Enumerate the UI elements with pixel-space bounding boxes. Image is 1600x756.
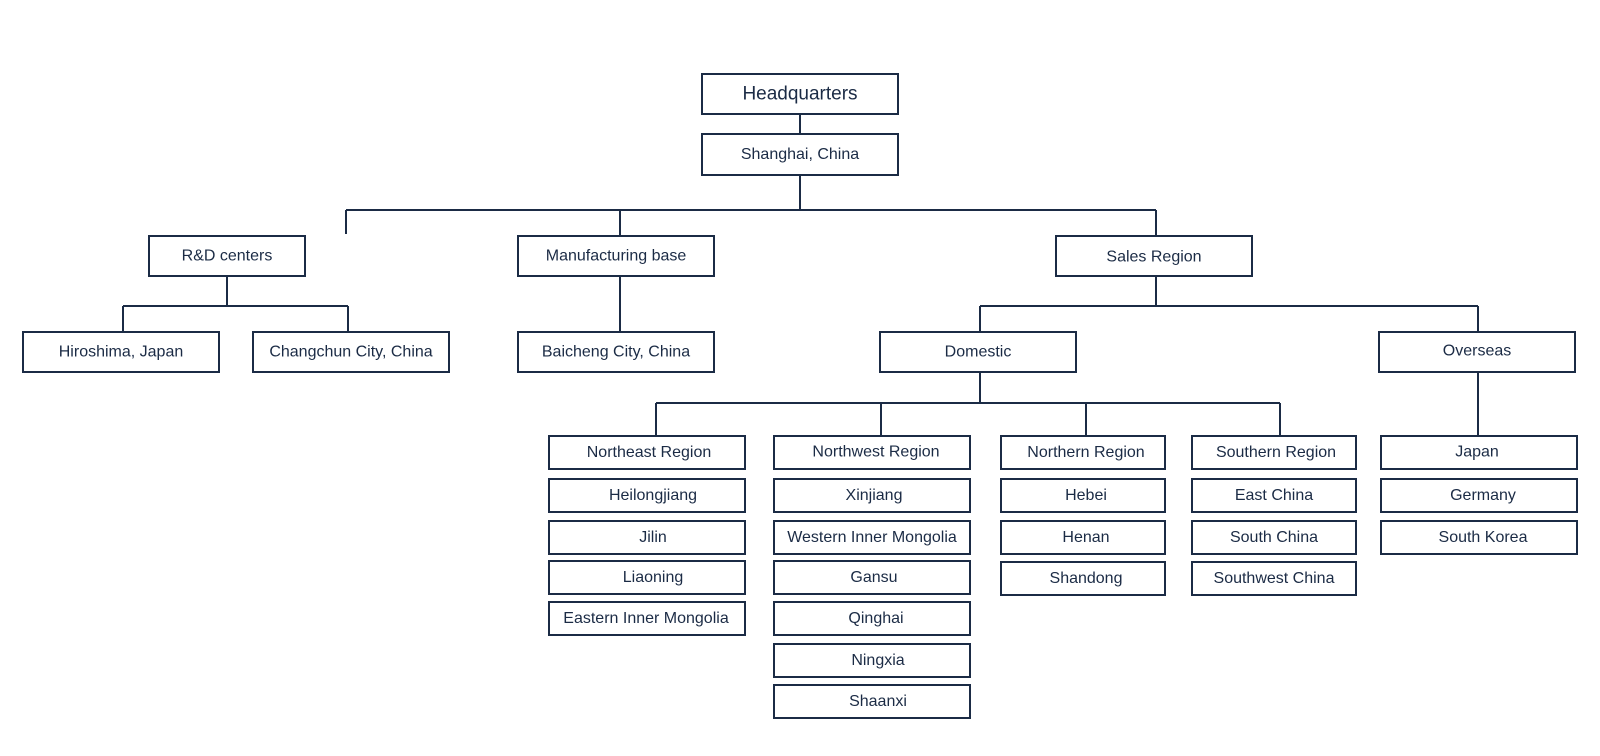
node-province-label: Heilongjiang xyxy=(609,487,697,504)
node-province: Jilin xyxy=(548,520,746,555)
node-province-label: Western Inner Mongolia xyxy=(787,529,957,546)
node-province: East China xyxy=(1191,478,1357,513)
node-rd-centers-label: R&D centers xyxy=(182,248,273,265)
node-province-label: South China xyxy=(1230,529,1318,546)
node-overseas: Overseas xyxy=(1378,331,1576,373)
node-sales-region: Sales Region xyxy=(1055,235,1253,277)
node-region-label: Southern Region xyxy=(1216,444,1336,461)
node-overseas-label: Overseas xyxy=(1443,343,1511,360)
node-province: Henan xyxy=(1000,520,1166,555)
node-headquarters-location-label: Shanghai, China xyxy=(741,146,859,163)
node-province-label: Gansu xyxy=(850,569,897,586)
node-domestic-label: Domestic xyxy=(945,344,1012,361)
node-manufacturing-base: Manufacturing base xyxy=(517,235,715,277)
node-rd-site: Hiroshima, Japan xyxy=(22,331,220,373)
node-manufacturing-site: Baicheng City, China xyxy=(517,331,715,373)
node-region: Northwest Region xyxy=(773,435,971,470)
node-province-label: Shaanxi xyxy=(849,693,907,710)
node-sales-region-label: Sales Region xyxy=(1106,249,1201,266)
node-domestic: Domestic xyxy=(879,331,1077,373)
node-province-label: Shandong xyxy=(1050,570,1123,587)
node-region-label: Northwest Region xyxy=(812,444,939,461)
node-province: Hebei xyxy=(1000,478,1166,513)
connectors xyxy=(122,114,1479,436)
node-headquarters: Headquarters xyxy=(701,73,899,115)
node-province: Eastern Inner Mongolia xyxy=(548,601,746,636)
node-province-label: Xinjiang xyxy=(846,487,903,504)
node-manufacturing-site-label: Baicheng City, China xyxy=(542,344,690,361)
node-overseas-country: South Korea xyxy=(1380,520,1578,555)
node-overseas-country-label: Japan xyxy=(1455,444,1499,461)
node-rd-site-label: Hiroshima, Japan xyxy=(59,344,184,361)
node-overseas-country: Germany xyxy=(1380,478,1578,513)
node-province: Qinghai xyxy=(773,601,971,636)
node-province: Heilongjiang xyxy=(548,478,746,513)
node-province-label: Jilin xyxy=(639,529,667,546)
node-overseas-country-label: Germany xyxy=(1450,487,1516,504)
node-province-label: Qinghai xyxy=(848,610,903,627)
node-province-label: Liaoning xyxy=(623,569,684,586)
node-province: Shaanxi xyxy=(773,684,971,719)
node-region: Northeast Region xyxy=(548,435,746,470)
node-province-label: East China xyxy=(1235,487,1313,504)
node-province: Southwest China xyxy=(1191,561,1357,596)
node-province: Shandong xyxy=(1000,561,1166,596)
node-overseas-country: Japan xyxy=(1380,435,1578,470)
node-headquarters-label: Headquarters xyxy=(742,84,857,105)
node-region-label: Northern Region xyxy=(1027,444,1144,461)
node-province-label: Ningxia xyxy=(851,652,904,669)
node-region: Northern Region xyxy=(1000,435,1166,470)
node-province: Liaoning xyxy=(548,560,746,595)
node-region-label: Northeast Region xyxy=(587,444,712,461)
node-province: Gansu xyxy=(773,560,971,595)
node-rd-centers: R&D centers xyxy=(148,235,306,277)
node-province: South China xyxy=(1191,520,1357,555)
node-region: Southern Region xyxy=(1191,435,1357,470)
node-province-label: Eastern Inner Mongolia xyxy=(563,610,729,627)
node-province: Ningxia xyxy=(773,643,971,678)
node-province: Western Inner Mongolia xyxy=(773,520,971,555)
node-province-label: Henan xyxy=(1062,529,1109,546)
node-manufacturing-base-label: Manufacturing base xyxy=(546,248,687,265)
node-rd-site-label: Changchun City, China xyxy=(269,344,432,361)
node-headquarters-location: Shanghai, China xyxy=(701,133,899,176)
node-rd-site: Changchun City, China xyxy=(252,331,450,373)
node-province-label: Hebei xyxy=(1065,487,1107,504)
node-overseas-country-label: South Korea xyxy=(1439,529,1528,546)
node-province: Xinjiang xyxy=(773,478,971,513)
node-province-label: Southwest China xyxy=(1214,570,1335,587)
